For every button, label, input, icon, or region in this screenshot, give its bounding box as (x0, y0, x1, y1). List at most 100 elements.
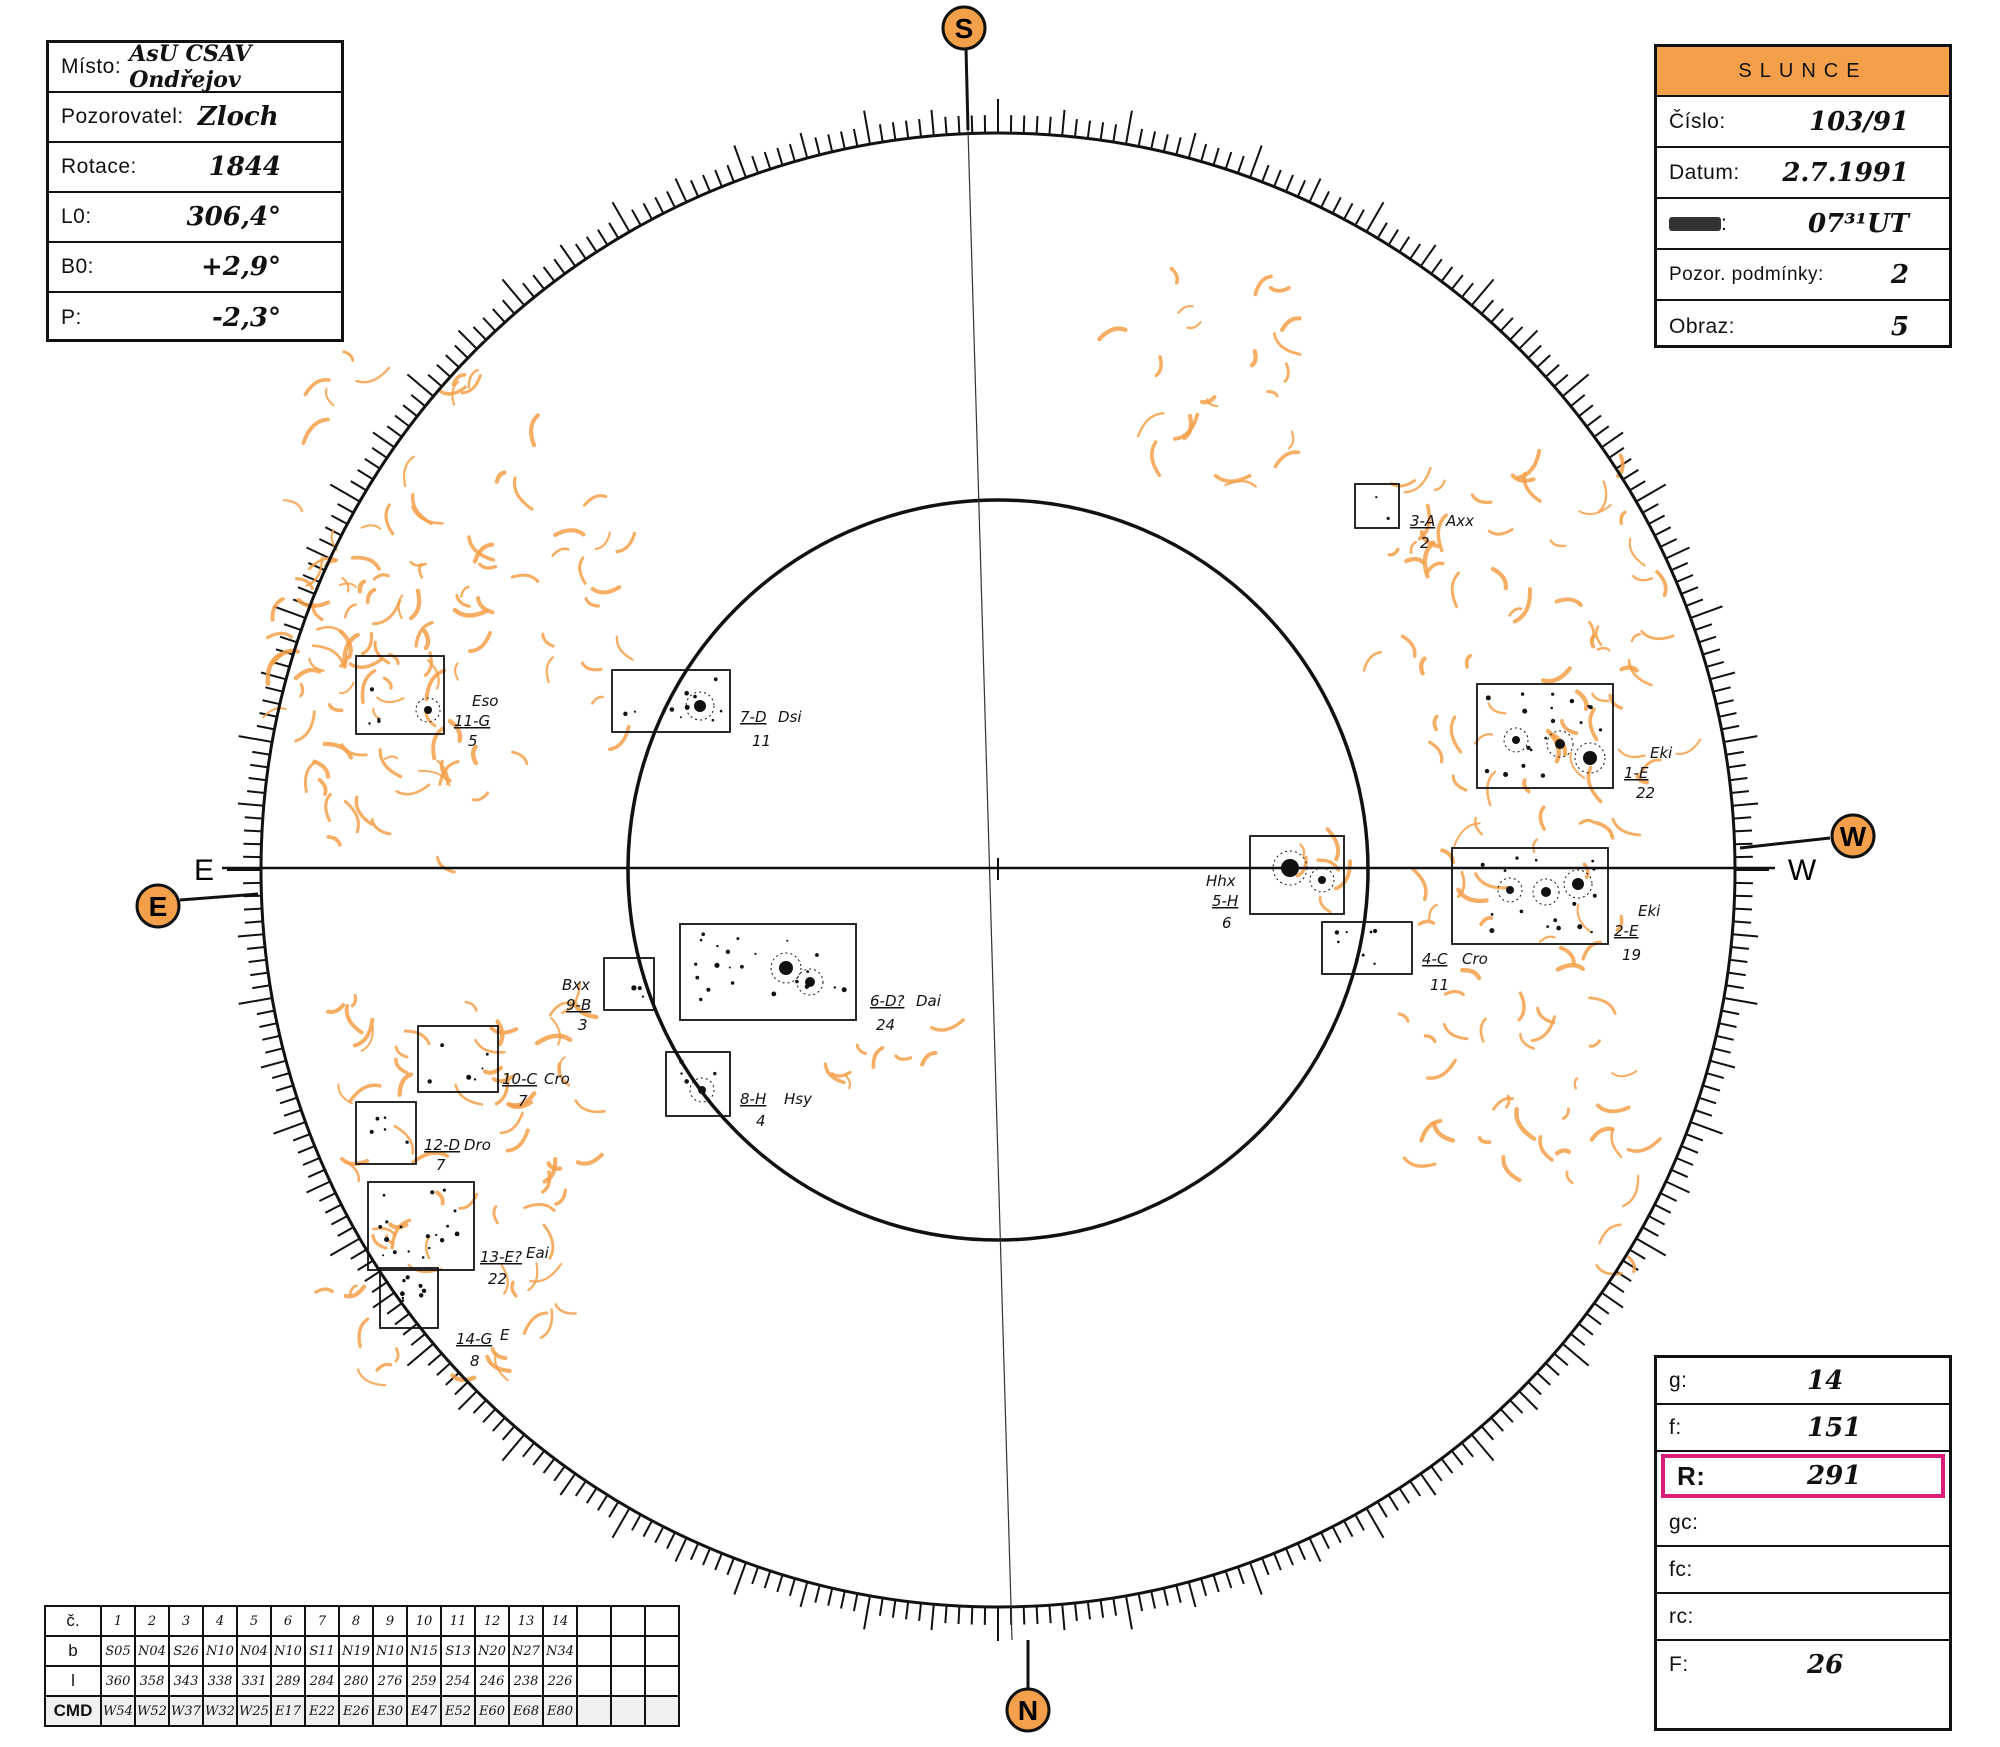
degree-tick (689, 179, 700, 198)
degree-tick (1608, 446, 1625, 459)
degree-tick (1718, 712, 1737, 718)
degree-tick (597, 229, 609, 246)
observation-info-box: Místo:AsÚ ČSAV Ondřejov Pozorovatel:Zloc… (46, 40, 344, 342)
degree-tick (262, 699, 281, 706)
degree-tick (329, 1237, 361, 1257)
degree-tick (1086, 1601, 1091, 1620)
facula-stroke (1508, 607, 1523, 617)
facula-stroke (355, 366, 391, 384)
facula-stroke (523, 1203, 556, 1213)
table-empty-cell (610, 1665, 646, 1697)
facula-stroke (476, 596, 495, 615)
facula-stroke (1549, 539, 1567, 548)
facula-stroke (529, 413, 540, 448)
degree-tick (1729, 777, 1748, 782)
degree-tick (1200, 143, 1208, 162)
pozorovatel-value: Zloch (197, 102, 279, 132)
degree-tick (357, 469, 374, 481)
sunspot-dot (1590, 930, 1593, 934)
degree-tick (553, 258, 566, 275)
degree-tick (271, 1072, 290, 1080)
facula-stroke (352, 1017, 375, 1048)
sunspot-dot (1569, 698, 1575, 704)
group-9-count: 3 (578, 1016, 588, 1034)
degree-tick (273, 605, 306, 619)
facula-stroke (1450, 571, 1460, 609)
degree-tick (482, 317, 497, 332)
facula-stroke (1456, 870, 1466, 898)
sunspot-dot (1318, 876, 1326, 884)
degree-tick (457, 329, 478, 350)
degree-tick (585, 236, 598, 253)
degree-tick (1654, 1203, 1672, 1214)
facula-stroke (402, 455, 415, 488)
degree-tick (1553, 1352, 1569, 1367)
sunspot-dot (377, 719, 381, 723)
sunspot-dot (466, 1074, 472, 1080)
degree-tick (1236, 155, 1245, 174)
r-value: 291 (1807, 1461, 1862, 1491)
facula-stroke (499, 1111, 524, 1135)
degree-tick (436, 364, 451, 378)
sunspot-dot (1529, 748, 1533, 752)
facula-stroke (472, 542, 495, 564)
sunspot-dot (1489, 928, 1495, 934)
facula-stroke (435, 855, 456, 874)
degree-tick (1099, 1599, 1105, 1618)
facula-stroke (1409, 540, 1417, 555)
sunspot-dot (804, 984, 810, 989)
facula-stroke (460, 585, 470, 598)
facula-stroke (326, 1003, 346, 1014)
degree-tick (1622, 469, 1639, 481)
facula-stroke (395, 783, 431, 796)
group-11-type: Eso (472, 692, 498, 710)
table-cell: N19 (338, 1635, 374, 1667)
degree-tick (642, 202, 653, 220)
p-row: P:-2,3° (61, 303, 281, 333)
facula-stroke (1403, 466, 1432, 494)
table-cell: S26 (168, 1635, 204, 1667)
degree-tick (279, 635, 298, 644)
sunspot-dot (806, 970, 810, 973)
facula-stroke (376, 696, 405, 704)
sunspot-dot (419, 1293, 424, 1298)
degree-tick (307, 561, 326, 572)
sunspot-dot (1555, 739, 1565, 749)
facula-stroke (1619, 510, 1627, 526)
facula-stroke (360, 632, 374, 656)
group-2-label: 2-E (1614, 922, 1639, 940)
facula-stroke (348, 1083, 382, 1103)
facula-stroke (408, 588, 422, 621)
facula-stroke (1576, 903, 1592, 934)
group-1 (355, 483, 1614, 1329)
degree-tick (275, 1084, 294, 1092)
degree-tick (1376, 222, 1388, 239)
degree-tick (386, 425, 403, 438)
degree-tick (788, 1578, 796, 1597)
degree-tick (265, 1047, 284, 1054)
group-3-type: Axx (1445, 512, 1474, 530)
penumbra-outline (1503, 727, 1529, 753)
facula-stroke (1560, 719, 1579, 736)
degree-tick (574, 243, 587, 260)
table-cell: N10 (202, 1635, 238, 1667)
facula-stroke (578, 556, 587, 585)
central-meridian-line (967, 129, 1013, 1641)
table-cell: E60 (474, 1695, 510, 1727)
facula-stroke (1470, 493, 1493, 504)
degree-tick (1419, 244, 1437, 267)
table-cell: 4 (202, 1605, 238, 1637)
sunspot-dot (392, 1250, 397, 1255)
r-row-highlighted: R:291 (1661, 1454, 1945, 1498)
degree-tick (1702, 648, 1721, 656)
sunspot-dot (695, 975, 700, 980)
degree-tick (918, 1602, 922, 1622)
facula-stroke (594, 531, 611, 551)
sunspot-dot (1598, 728, 1603, 732)
sunspot-dots (368, 496, 1606, 1302)
facula-stroke (324, 792, 332, 822)
facula-stroke (500, 1264, 509, 1295)
facula-stroke (574, 1099, 606, 1114)
facula-stroke (582, 494, 608, 507)
table-cell: E68 (508, 1695, 544, 1727)
